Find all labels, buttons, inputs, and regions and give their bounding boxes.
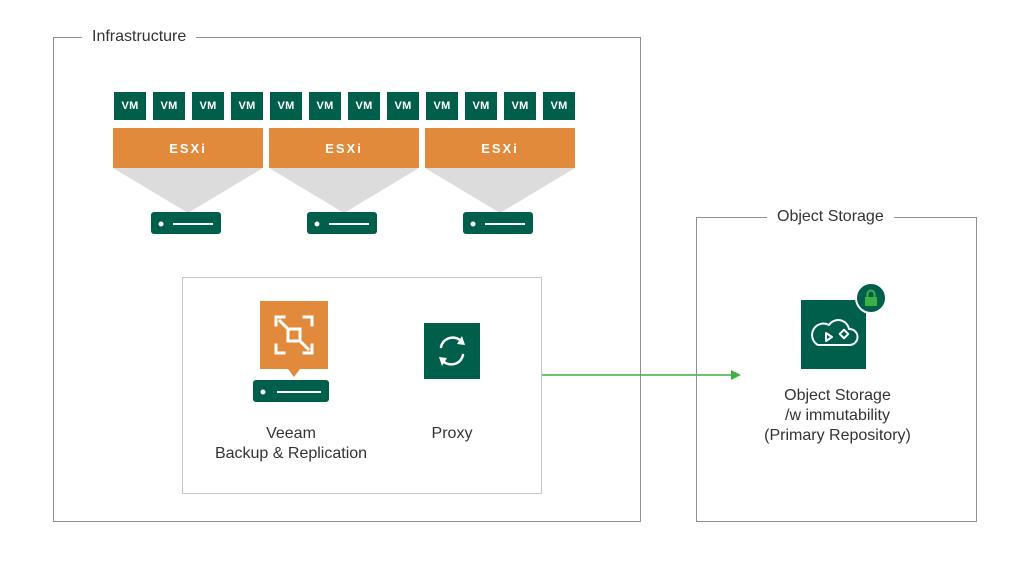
host-funnel [269,168,419,213]
esxi-host-bar: ESXi [269,128,419,168]
proxy-label: Proxy [431,425,473,442]
object-storage-label-line2: /w immutability [785,407,890,424]
vm-block: VM [426,92,458,120]
lock-icon [855,282,887,314]
vm-block: VM [153,92,185,120]
vm-block: VM [504,92,536,120]
vm-block: VM [465,92,497,120]
backup-infrastructure-box [182,277,542,494]
server-icon [463,212,533,234]
esxi-host-bar: ESXi [113,128,263,168]
vm-block: VM [231,92,263,120]
vm-block: VM [270,92,302,120]
vm-block: VM [309,92,341,120]
vbr-label-line1: Veeam [266,425,316,442]
veeam-logo-icon [260,301,328,377]
vm-block: VM [387,92,419,120]
object-storage-group: Object Storage [696,207,977,522]
vbr-label: Veeam Backup & Replication [196,424,386,464]
vm-block: VM [114,92,146,120]
host-funnel [425,168,575,213]
vm-block: VM [543,92,575,120]
server-icon [151,212,221,234]
vbr-label-line2: Backup & Replication [214,445,368,462]
host-funnel [113,168,263,213]
esxi-host-bar: ESXi [425,128,575,168]
sync-icon [424,323,480,379]
vm-block: VM [192,92,224,120]
infrastructure-title: Infrastructure [82,27,197,47]
server-icon [307,212,377,234]
object-storage-label-line3: (Primary Repository) [764,427,911,444]
object-storage-label-line1: Object Storage [784,387,891,404]
server-icon [253,380,329,402]
infrastructure-group: Infrastructure [53,27,641,522]
object-storage-title: Object Storage [767,207,894,227]
object-storage-label: Object Storage /w immutability (Primary … [730,386,945,446]
cloud-storage-icon [801,300,866,369]
vm-block: VM [348,92,380,120]
